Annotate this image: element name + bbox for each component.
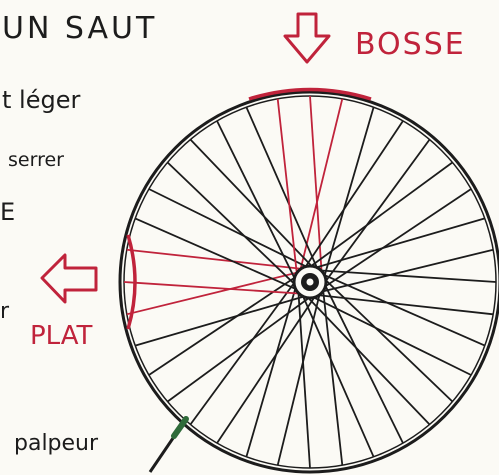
arrow-left-icon <box>42 255 96 302</box>
e-text: E <box>0 198 15 226</box>
r-text: r <box>0 299 10 324</box>
spoke <box>135 295 309 346</box>
arrow-down-icon <box>285 14 329 62</box>
title-text: UN SAUT <box>2 11 157 46</box>
spoke <box>246 283 297 457</box>
bump-label: BOSSE <box>355 27 466 62</box>
spoke <box>323 107 374 281</box>
serrer-text: serrer <box>8 149 64 171</box>
spoke <box>311 218 485 269</box>
hub-axle-hole <box>307 279 314 286</box>
flat-label: PLAT <box>30 321 93 351</box>
leger-text: t léger <box>2 86 80 114</box>
probe-label: palpeur <box>14 431 99 456</box>
